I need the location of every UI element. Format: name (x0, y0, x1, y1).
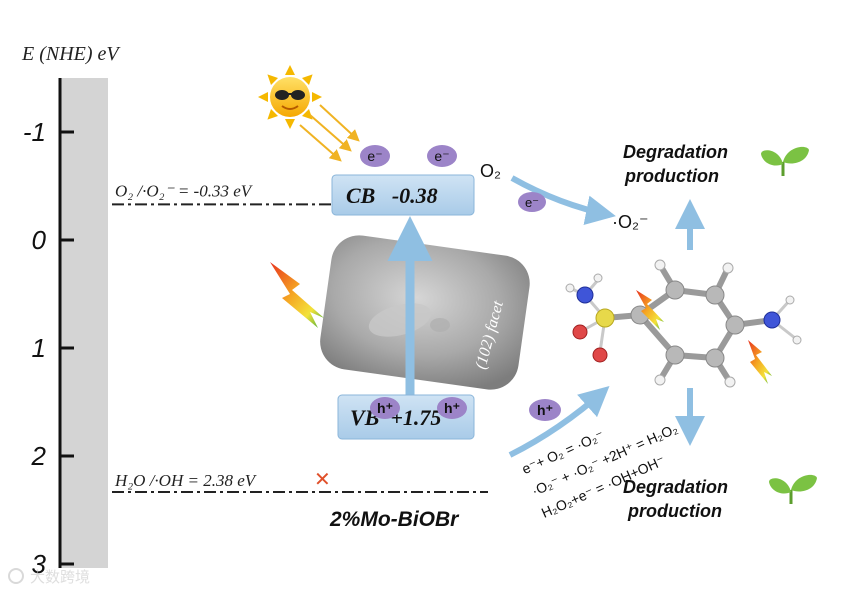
product-top-line-2: production (624, 166, 719, 186)
h2o-level-label: H₂O /·OH = 2.38 eV (114, 471, 258, 490)
electron-label: e⁻ (367, 148, 382, 164)
vb-hole-2: h⁺ (437, 397, 467, 419)
transfer-hole: h⁺ (529, 399, 561, 421)
product-top-line-1: Degradation (623, 142, 728, 162)
axis-bar (60, 78, 108, 568)
transfer-electron: e⁻ (518, 192, 546, 212)
axis-tick-label: 0 (32, 225, 47, 255)
o2-species: O₂ (480, 161, 501, 181)
leaf-icon (769, 474, 817, 504)
axis-label: E (NHE) eV (21, 43, 121, 65)
electron-label: e⁻ (525, 195, 539, 210)
hole-transfer-arrow (508, 386, 610, 458)
electron-transfer-arrow (510, 175, 616, 225)
hole-label: h⁺ (377, 400, 393, 416)
conduction-band (331, 174, 475, 216)
axis-tick-label: 1 (32, 333, 46, 363)
hole-label: h⁺ (444, 400, 460, 416)
axis-tick-label: 2 (31, 441, 47, 471)
o2-level-label: O₂ /·O₂⁻ = -0.33 eV (115, 181, 254, 200)
hole-label: h⁺ (537, 402, 553, 418)
sun-icon (258, 65, 322, 129)
superoxide-species: ·O₂⁻ (612, 212, 648, 232)
molecule-image (565, 259, 802, 388)
cb-electron-2: e⁻ (427, 145, 457, 167)
h2o-cross-icon: ✕ (314, 467, 331, 491)
watermark: 大数跨境 (8, 568, 90, 586)
axis-tick-label: -1 (23, 117, 46, 147)
crystal-image (320, 235, 530, 390)
cb-label: CB -0.38 (346, 183, 438, 208)
axis-tick-label: 3 (32, 549, 47, 579)
product-bottom-line-2: production (627, 501, 722, 521)
electron-label: e⁻ (434, 148, 449, 164)
axis-ticks: -1 0 1 2 3 (23, 117, 74, 579)
vb-hole-1: h⁺ (370, 397, 400, 419)
catalyst-name: 2%Mo-BiOBr (329, 508, 460, 531)
product-bottom-line-1: Degradation (623, 477, 728, 497)
lightning-icon (748, 340, 772, 384)
lightning-icon (270, 262, 324, 328)
leaf-icon (761, 146, 809, 176)
lightning-icon (636, 290, 664, 330)
light-rays (299, 104, 360, 162)
watermark-text: 大数跨境 (30, 568, 90, 586)
cb-electron-1: e⁻ (360, 145, 390, 167)
